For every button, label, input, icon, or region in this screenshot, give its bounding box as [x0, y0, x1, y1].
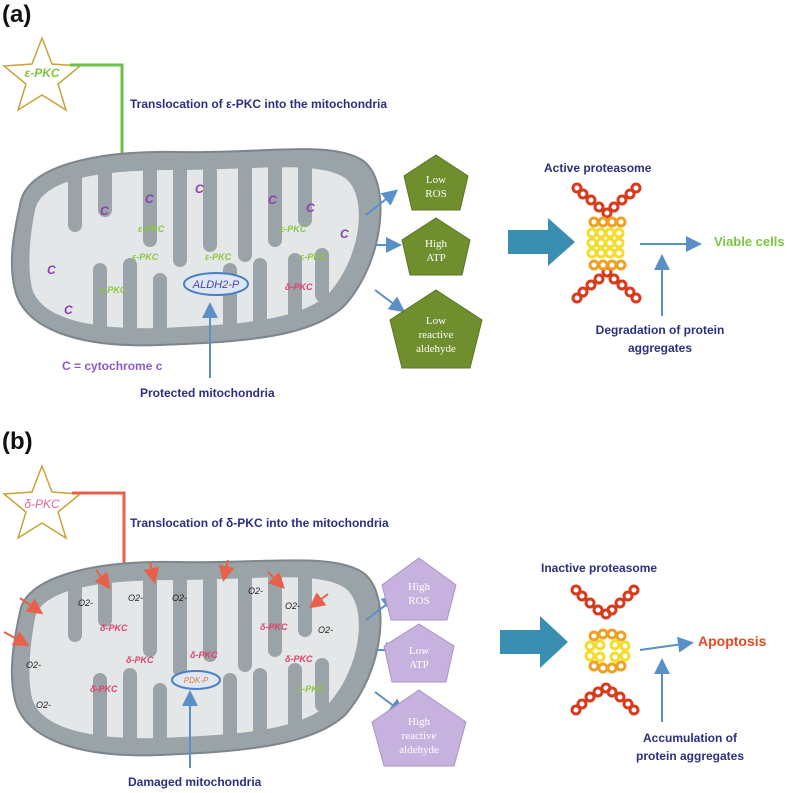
panel-a-letter: (a) [2, 1, 31, 28]
epkc-label: ε-PKC [132, 252, 159, 262]
mito-caption: Damaged mitochondria [128, 775, 262, 789]
panel-a: (a) ε-PKC Translocation of ε-PKC into th… [2, 1, 785, 400]
dpkc-label: δ-PKC [285, 654, 313, 664]
o2-label: O2- [128, 593, 143, 603]
mito-caption: Protected mitochondria [140, 386, 275, 400]
output-line: Low [426, 315, 446, 327]
o2-label: O2- [318, 625, 333, 635]
panel-b: (b) δ-PKC Translocation of δ-PKC into th… [2, 428, 767, 789]
result-arrow [639, 636, 694, 653]
proteasome-label: Active proteasome [544, 161, 652, 175]
bottom-note-line2: aggregates [628, 341, 692, 355]
dpkc-label: δ-PKC [190, 650, 218, 660]
o2-label: O2- [26, 660, 41, 670]
translocation-label: Translocation of ε-PKC into the mitochon… [130, 97, 387, 111]
output-line: ATP [426, 252, 446, 264]
epkc-label: ε-PKC [280, 224, 307, 234]
c-label: C [145, 192, 154, 206]
result-label: Viable cells [714, 234, 785, 249]
output-line: High [408, 716, 431, 728]
output-line: High [408, 581, 431, 593]
epkc-label: ε-PKC [138, 224, 165, 234]
bottom-note-line1: Degradation of protein [596, 323, 725, 337]
o2-label: O2- [78, 598, 93, 608]
output-low-ros: Low ROS [403, 154, 469, 211]
mitochondrion-damaged: O2- O2- O2- O2- O2- O2- O2- O2- δ-PKC δ-… [10, 559, 382, 757]
ros-attack-arrows [3, 559, 329, 646]
epkc-label: ε-PKC [298, 684, 325, 694]
bottom-note-line1: Accumulation of [643, 731, 738, 745]
epkc-label: ε-PKC [300, 252, 327, 262]
dpkc-label: δ-PKC [100, 623, 128, 633]
output-line: aldehyde [399, 744, 439, 756]
center-protein-label: ALDH2-P [192, 279, 240, 291]
epkc-label: ε-PKC [100, 285, 127, 295]
bottom-note-line2: protein aggregates [636, 749, 744, 763]
result-label: Apoptosis [698, 633, 767, 649]
pdk-ellipse [171, 670, 221, 690]
dpkc-label: δ-PKC [260, 622, 288, 632]
big-arrow [500, 616, 568, 668]
c-label: C [195, 182, 204, 196]
epkc-label: ε-PKC [205, 252, 232, 262]
panel-b-letter: (b) [2, 428, 33, 455]
output-line: ROS [425, 188, 446, 200]
dpkc-label: δ-PKC [90, 684, 118, 694]
epkc-star: ε-PKC [2, 35, 82, 112]
output-line: reactive [402, 730, 437, 742]
star-label: ε-PKC [24, 66, 59, 80]
aldh2-ellipse [183, 272, 249, 296]
center-protein-label: PDK-P [184, 676, 209, 685]
active-proteasome-icon [571, 182, 642, 304]
cytochrome-c-labels: C C C C C C C C [47, 182, 349, 317]
o2-label: O2- [248, 586, 263, 596]
dpkc-star: δ-PKC [2, 463, 82, 540]
output-line: ATP [409, 659, 429, 671]
output-high-ros: High ROS [381, 557, 457, 621]
output-line: High [425, 238, 448, 250]
c-label: C [306, 201, 315, 215]
output-arrow [365, 189, 399, 216]
c-label: C [100, 204, 109, 218]
cytochrome-legend: C = cytochrome c [62, 359, 163, 373]
star-icon [2, 463, 82, 540]
output-line: reactive [419, 329, 454, 341]
c-label: C [268, 193, 277, 207]
output-line: Low [426, 174, 446, 186]
output-high-aldehyde: High reactive aldehyde [371, 689, 467, 767]
inactive-proteasome-icon [570, 584, 640, 716]
output-arrow [374, 289, 406, 313]
dpkc-label: δ-PKC [285, 282, 313, 292]
translocation-label: Translocation of δ-PKC into the mitochon… [130, 516, 389, 530]
big-arrow [508, 218, 575, 266]
ros-labels: O2- O2- O2- O2- O2- O2- O2- O2- [26, 586, 333, 710]
output-low-aldehyde: Low reactive aldehyde [389, 289, 483, 369]
proteasome-label: Inactive proteasome [541, 561, 657, 575]
dpkc-label: δ-PKC [126, 655, 154, 665]
o2-label: O2- [36, 700, 51, 710]
output-line: aldehyde [416, 343, 456, 355]
o2-label: O2- [172, 593, 187, 603]
output-line: Low [409, 645, 429, 657]
output-line: ROS [408, 595, 429, 607]
mitochondrion-protected: C C C C C C C C ε-PKC ε-PKC ε-PKC ε-PKC … [10, 148, 382, 347]
c-label: C [340, 227, 349, 241]
star-label: δ-PKC [24, 497, 60, 511]
c-label: C [47, 263, 56, 277]
o2-label: O2- [285, 601, 300, 611]
c-label: C [64, 303, 73, 317]
output-high-atp: High ATP [401, 217, 471, 276]
output-low-atp: Low ATP [383, 623, 455, 683]
